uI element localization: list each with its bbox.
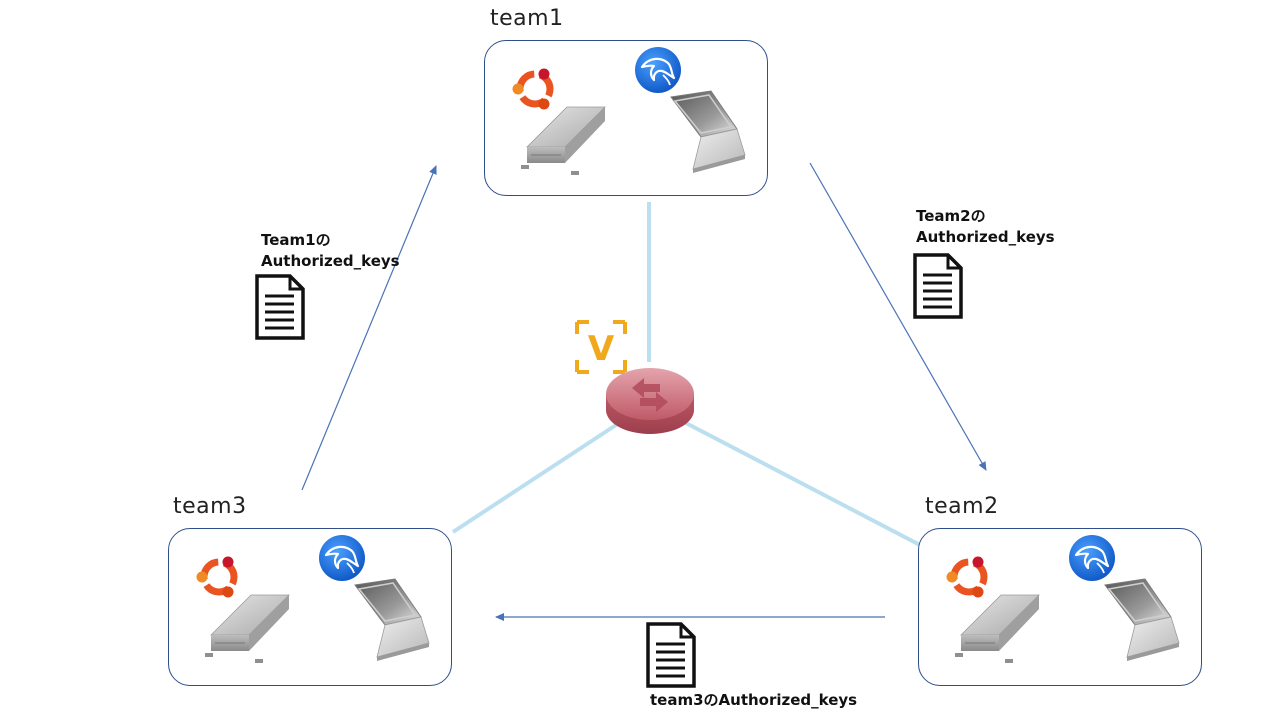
document-icon <box>913 253 963 319</box>
document-icon <box>646 622 696 688</box>
team2-keys-note: Team2の Authorized_keys <box>916 206 1055 248</box>
hub-badge-text: V <box>588 329 615 369</box>
team2-keys-line1: Team2の <box>916 207 986 225</box>
laptop-icon <box>1104 578 1180 662</box>
kali-linux-logo-icon <box>317 533 367 583</box>
team3-keys-note: team3のAuthorized_keys <box>650 691 858 709</box>
team2-keys-line2: Authorized_keys <box>916 228 1055 246</box>
team1-box[interactable] <box>484 40 768 196</box>
arrow-team3-to-team1 <box>301 165 437 491</box>
kali-linux-logo-icon <box>633 45 683 95</box>
server-icon <box>520 106 606 176</box>
team2-label: team2 <box>925 494 999 519</box>
kali-linux-logo-icon <box>1067 533 1117 583</box>
team1-keys-line2: Authorized_keys <box>261 252 400 270</box>
team1-label: team1 <box>490 6 564 31</box>
team3-box[interactable] <box>168 528 452 686</box>
document-icon <box>255 274 305 340</box>
team1-keys-note: Team1の Authorized_keys <box>261 230 400 272</box>
team2-box[interactable] <box>918 528 1202 686</box>
team1-keys-line1: Team1の <box>261 231 331 249</box>
laptop-icon <box>670 90 746 174</box>
server-icon <box>954 594 1040 664</box>
laptop-icon <box>354 578 430 662</box>
server-icon <box>204 594 290 664</box>
team3-label: team3 <box>173 494 247 519</box>
link-team2-hub <box>683 420 921 547</box>
hub-badge-icon: V <box>575 320 627 374</box>
link-team3-hub <box>451 423 618 534</box>
router-icon[interactable] <box>602 358 698 438</box>
arrow-team1-to-team2 <box>809 162 987 471</box>
